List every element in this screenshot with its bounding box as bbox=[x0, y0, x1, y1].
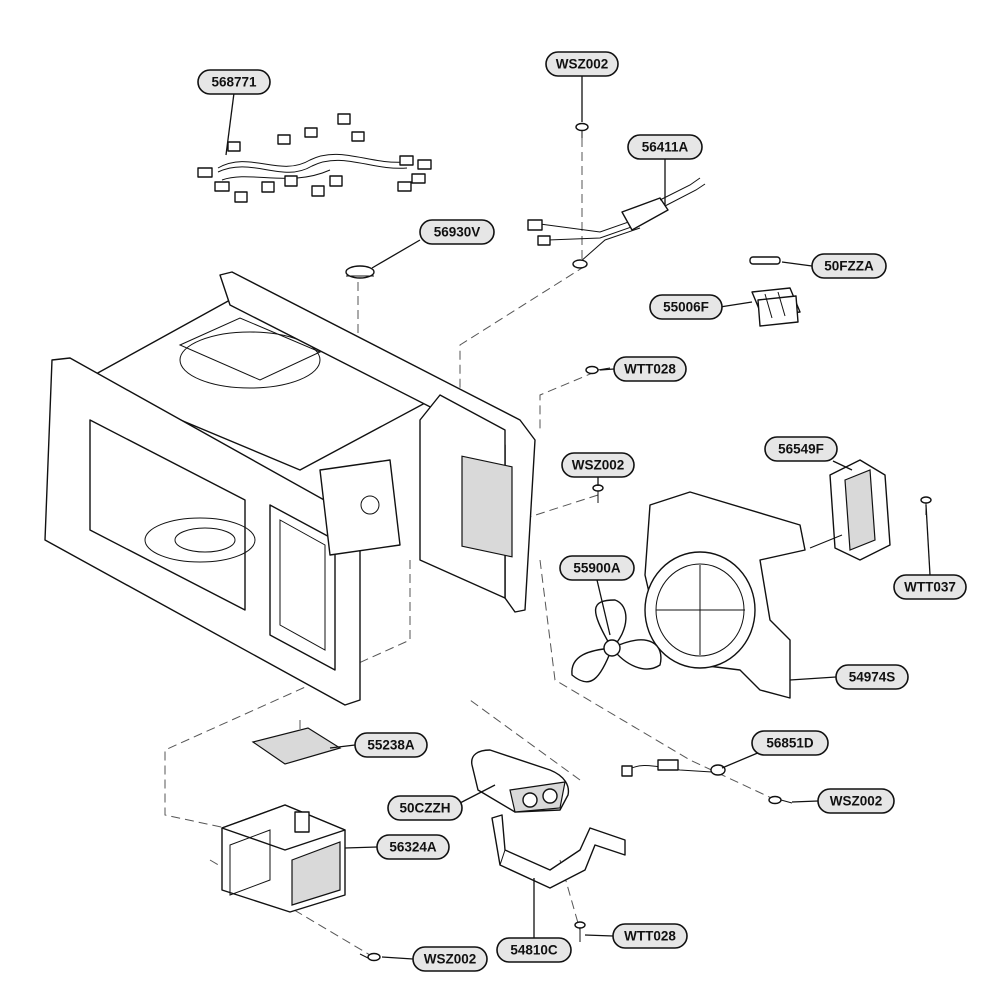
part-label-54810c: 54810C bbox=[496, 937, 572, 963]
wire-harness-part bbox=[197, 113, 432, 203]
part-label-wsz002-top: WSZ002 bbox=[545, 51, 619, 77]
cover-plate-part bbox=[251, 727, 342, 765]
part-label-56851d: 56851D bbox=[751, 730, 829, 756]
fuse-holder-part bbox=[751, 287, 801, 327]
part-label-55238a: 55238A bbox=[354, 732, 428, 758]
part-label-text: 56930V bbox=[434, 225, 481, 240]
transformer-part bbox=[221, 804, 346, 913]
part-label-55900a: 55900A bbox=[559, 555, 635, 581]
part-label-text: 55238A bbox=[367, 738, 415, 753]
part-label-text: 54810C bbox=[510, 943, 558, 958]
part-label-text: 568771 bbox=[211, 75, 257, 90]
part-label-wsz002-bottom: WSZ002 bbox=[412, 946, 488, 972]
part-label-55006f: 55006F bbox=[649, 294, 723, 320]
fan-duct-part bbox=[644, 491, 806, 699]
part-label-text: 50CZZH bbox=[399, 801, 450, 816]
part-label-wsz002-mid: WSZ002 bbox=[561, 452, 635, 478]
part-label-568771: 568771 bbox=[197, 69, 271, 95]
part-label-text: 50FZZA bbox=[824, 259, 874, 274]
part-label-text: 56549F bbox=[778, 442, 824, 457]
bracket-part bbox=[491, 814, 626, 889]
part-label-56930v: 56930V bbox=[419, 219, 495, 245]
part-label-text: WSZ002 bbox=[830, 794, 883, 809]
screw-part bbox=[768, 795, 793, 805]
part-label-text: WSZ002 bbox=[556, 57, 609, 72]
screw-part bbox=[575, 122, 589, 138]
capacitor-part bbox=[471, 749, 570, 813]
leader-lines bbox=[225, 75, 931, 960]
part-label-56549f: 56549F bbox=[764, 436, 838, 462]
part-label-text: 55900A bbox=[573, 561, 621, 576]
part-label-text: 55006F bbox=[663, 300, 709, 315]
part-label-50fzza: 50FZZA bbox=[811, 253, 887, 279]
screw-part bbox=[592, 484, 604, 503]
fan-blade-part bbox=[571, 599, 662, 683]
power-cord-part bbox=[527, 177, 706, 269]
part-label-text: WSZ002 bbox=[572, 458, 625, 473]
sensor-part bbox=[621, 759, 726, 777]
part-label-text: 56324A bbox=[389, 840, 437, 855]
fan-motor-part bbox=[809, 459, 891, 561]
part-label-wtt028-a: WTT028 bbox=[613, 356, 687, 382]
part-label-wsz002-right: WSZ002 bbox=[817, 788, 895, 814]
part-label-text: WTT028 bbox=[624, 362, 676, 377]
part-label-wtt037: WTT037 bbox=[893, 574, 967, 600]
screw-part bbox=[574, 921, 586, 942]
part-label-56411a: 56411A bbox=[627, 134, 703, 160]
part-label-text: WTT037 bbox=[904, 580, 956, 595]
part-label-50czzh: 50CZZH bbox=[387, 795, 463, 821]
fuse-part bbox=[749, 256, 781, 265]
thermostat-part bbox=[345, 265, 375, 279]
part-label-text: WTT028 bbox=[624, 929, 676, 944]
part-label-text: 56851D bbox=[766, 736, 814, 751]
part-label-text: WSZ002 bbox=[424, 952, 477, 967]
part-label-wtt028-b: WTT028 bbox=[612, 923, 688, 949]
screw-part bbox=[359, 952, 381, 962]
oven-cavity-part bbox=[44, 271, 536, 706]
part-label-text: 54974S bbox=[849, 670, 896, 685]
part-label-56324a: 56324A bbox=[376, 834, 450, 860]
part-label-54974s: 54974S bbox=[835, 664, 909, 690]
part-label-text: 56411A bbox=[642, 140, 689, 155]
